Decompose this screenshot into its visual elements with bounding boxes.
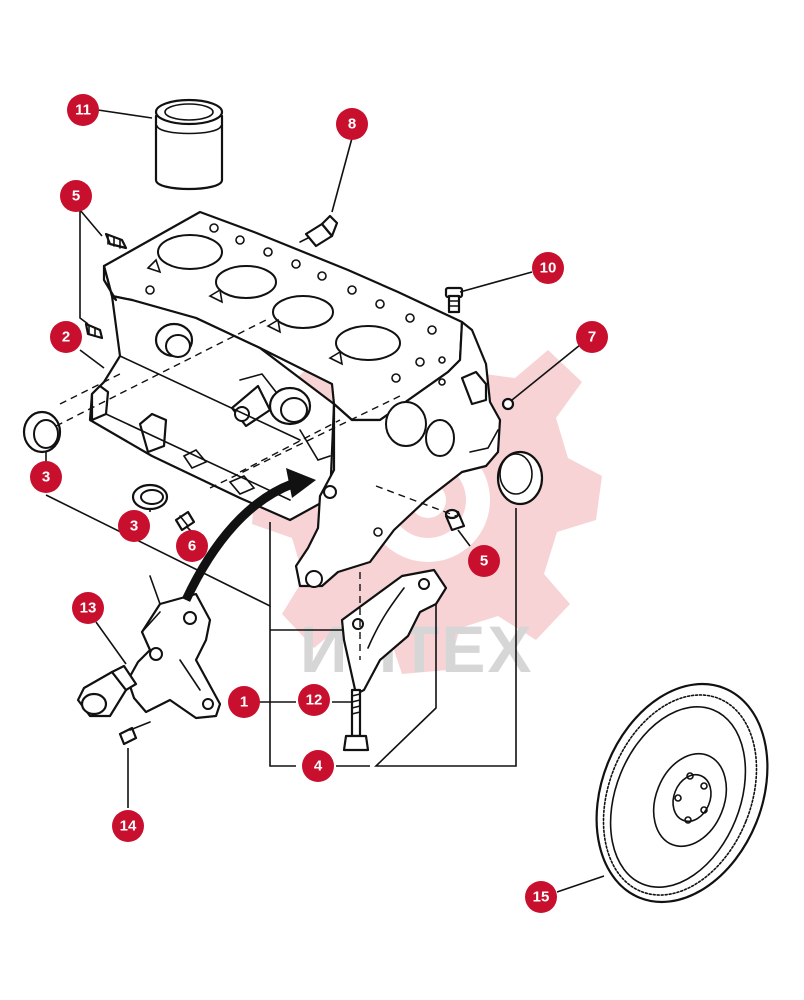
callout-12: 12 <box>298 684 330 716</box>
drain-plug-6 <box>174 510 196 532</box>
callout-10: 10 <box>532 252 564 284</box>
svg-text:3: 3 <box>130 518 138 535</box>
svg-text:7: 7 <box>588 329 596 346</box>
callout-3-center: 3 <box>118 510 150 542</box>
assembly-guide-lines <box>55 317 457 660</box>
callout-6: 6 <box>176 530 208 562</box>
temperature-sensor-part <box>299 214 339 248</box>
callout-1: 1 <box>228 686 260 718</box>
plug-bolt-part <box>444 286 464 314</box>
seal-ring-3-left <box>22 410 62 454</box>
callout-4: 4 <box>302 750 334 782</box>
svg-text:5: 5 <box>480 553 488 570</box>
svg-text:5: 5 <box>72 188 80 205</box>
core-plug-5-top <box>104 232 128 250</box>
callout-14: 14 <box>112 810 144 842</box>
speed-sensor-part <box>76 664 138 718</box>
svg-text:13: 13 <box>80 600 97 617</box>
callout-5-right: 5 <box>468 545 500 577</box>
core-plug-5-left <box>84 322 104 340</box>
watermark-text: ИНТЕХ <box>300 612 533 686</box>
svg-text:11: 11 <box>75 102 91 119</box>
mounting-bracket-part <box>126 575 222 720</box>
cylinder-liner-part <box>154 98 224 191</box>
callout-8: 8 <box>336 108 368 140</box>
svg-text:12: 12 <box>306 692 323 709</box>
callout-15: 15 <box>525 881 557 913</box>
svg-text:4: 4 <box>314 758 323 775</box>
cap-bolt-part <box>342 688 370 752</box>
expansion-cap-part <box>496 450 544 506</box>
svg-text:3: 3 <box>42 469 50 486</box>
callout-11: 11 <box>67 94 99 126</box>
callout-5-top: 5 <box>60 180 92 212</box>
callout-2: 2 <box>50 321 82 353</box>
callout-3-left: 3 <box>30 461 62 493</box>
svg-text:6: 6 <box>188 538 196 555</box>
callout-7: 7 <box>576 321 608 353</box>
svg-text:8: 8 <box>348 116 356 133</box>
svg-text:2: 2 <box>62 329 70 346</box>
seal-ring-3-center <box>131 483 169 511</box>
svg-text:15: 15 <box>533 889 550 906</box>
svg-text:14: 14 <box>120 818 137 835</box>
flywheel-part <box>595 682 769 904</box>
svg-text:1: 1 <box>240 694 248 711</box>
callout-13: 13 <box>72 592 104 624</box>
assembly-arrow <box>181 468 316 602</box>
engine-block-part <box>88 210 502 588</box>
svg-text:10: 10 <box>540 260 557 277</box>
ball-plug-part <box>501 397 515 411</box>
screw-14-part <box>118 721 151 746</box>
